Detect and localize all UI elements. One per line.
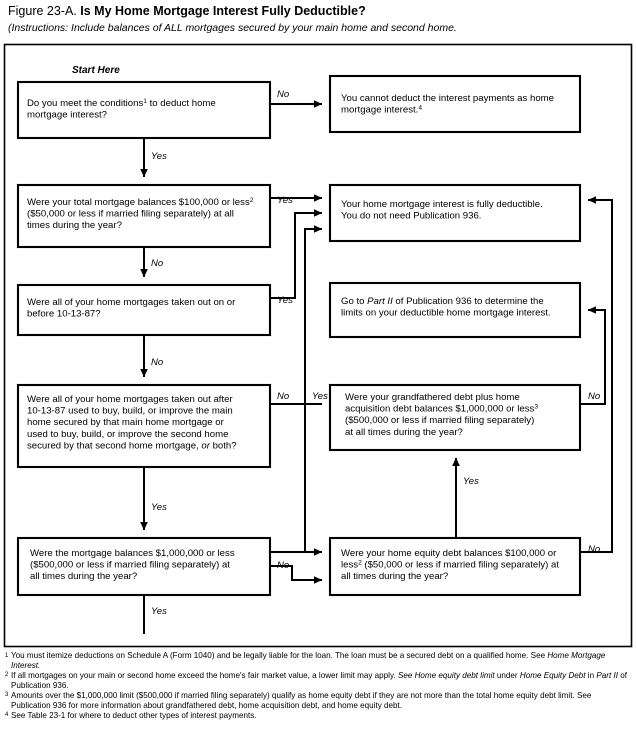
- figure-number: Figure 23-A.: [8, 4, 77, 18]
- footnote-marker: 4: [5, 712, 9, 719]
- edge-q6-no-elbow: [270, 565, 323, 584]
- footnote-text: Amounts over the $1,000,000 limit ($500,…: [11, 690, 592, 710]
- node-q7-text-1: Were your home equity debt balances $100…: [341, 548, 557, 559]
- footnote-text: You must itemize deductions on Schedule …: [11, 651, 548, 660]
- figure-instructions: (Instructions: Include balances of ALL m…: [8, 22, 457, 34]
- label-q1-yes: Yes: [151, 151, 167, 162]
- label-q3-no: No: [151, 357, 163, 368]
- node-cannot-text-1: You cannot deduct the interest payments …: [341, 93, 554, 104]
- footnote-text: If all mortgages on your main or second …: [11, 670, 398, 680]
- node-q5-text-4: at all times during the year?: [345, 427, 463, 438]
- node-q4-text-2: 10-13-87 used to buy, build, or improve …: [27, 406, 233, 417]
- label-q1-no: No: [277, 89, 289, 100]
- figure-title: Is My Home Mortgage Interest Fully Deduc…: [80, 4, 366, 18]
- node-q4-text-1: Were all of your home mortgages taken ou…: [27, 394, 233, 405]
- node-q5-box: [328, 383, 582, 452]
- node-partii-box: [328, 281, 582, 339]
- label-q2-no: No: [151, 258, 163, 269]
- node-q3-text-2: before 10-13-87?: [27, 309, 101, 320]
- node-q5-text-1: Were your grandfathered debt plus home: [345, 392, 520, 403]
- node-q7-text-3: all times during the year?: [341, 571, 448, 582]
- footnote-marker: 1: [5, 652, 9, 659]
- node-q2-box: [16, 183, 272, 249]
- label-q4-yes: Yes: [151, 502, 167, 513]
- label-q7-yes: Yes: [463, 476, 479, 487]
- node-q2-text-1: Were your total mortgage balances $100,0…: [27, 197, 254, 209]
- node-q3-box: [16, 283, 272, 337]
- node-q2-text-2: ($50,000 or less if married filing separ…: [27, 209, 234, 220]
- footnote-text: in: [585, 670, 597, 680]
- node-q4-text-5: secured by that second home mortgage, or…: [27, 440, 237, 451]
- node-partii-text-2: limits on your deductible home mortgage …: [341, 308, 551, 319]
- node-cannot-text-2: mortgage interest.4: [341, 104, 422, 116]
- outer-border: [3, 43, 633, 648]
- node-q5-text-3: ($500,000 or less if married filing sepa…: [345, 415, 534, 426]
- footnote-text: under: [494, 670, 520, 680]
- node-cannot-box: [328, 74, 582, 134]
- label-q6-no: No: [277, 560, 289, 571]
- label-q4-no: No: [277, 391, 289, 402]
- node-fully-text-2: You do not need Publication 936.: [341, 211, 481, 222]
- node-q2-text-3: times during the year?: [27, 220, 122, 231]
- footnote-marker: 2: [5, 672, 9, 679]
- node-q1-box: [16, 80, 272, 140]
- footnote-text: Part II: [596, 670, 618, 680]
- node-q1-text-2: mortgage interest?: [27, 110, 107, 121]
- node-q1-text: Do you meet the conditions1 to deduct ho…: [27, 98, 216, 110]
- node-q7-text-2: less2 ($50,000 or less if married filing…: [341, 559, 559, 571]
- footnote-text: See Table 23-1 for where to deduct other…: [11, 710, 257, 720]
- footnote-text: of Publication 936.: [11, 670, 627, 690]
- label-q2-yes: Yes: [277, 195, 293, 206]
- label-q3-yes: Yes: [277, 295, 293, 306]
- node-q6-text-1: Were the mortgage balances $1,000,000 or…: [30, 548, 235, 559]
- start-here-label: Start Here: [72, 65, 120, 76]
- footnote-marker: 3: [5, 692, 9, 699]
- node-q3-text-1: Were all of your home mortgages taken ou…: [27, 297, 236, 308]
- footnote-text: Home Equity Debt: [519, 670, 586, 680]
- node-q4-text-4: used to buy, build, or improve the secon…: [27, 429, 228, 440]
- node-q5-text-2: acquisition debt balances $1,000,000 or …: [345, 403, 538, 415]
- edge-q3-yes: [270, 209, 323, 299]
- footnote-text: Home Mortgage Interest.: [11, 651, 606, 670]
- node-q7-box: [328, 536, 582, 597]
- node-fully-box: [328, 183, 582, 243]
- page-title: Figure 23-A. Is My Home Mortgage Interes…: [8, 4, 366, 18]
- node-q6-text-2: ($500,000 or less if married filing sepa…: [30, 560, 230, 571]
- edge-q4-no: [270, 225, 323, 405]
- node-partii-text-1: Go to Part II of Publication 936 to dete…: [341, 296, 544, 307]
- footnote-text: See Home equity debt limit: [397, 670, 495, 680]
- edge-q5-no: [580, 306, 606, 405]
- label-q6-yes: Yes: [151, 606, 167, 617]
- label-q7-no: No: [588, 544, 600, 555]
- edge-q7-no: [580, 196, 613, 553]
- label-q5-no: No: [588, 391, 600, 402]
- label-q5-yes: Yes: [312, 391, 328, 402]
- node-q4-text-3: home secured by that main home mortgage …: [27, 417, 225, 428]
- node-fully-text-1: Your home mortgage interest is fully ded…: [341, 199, 543, 210]
- node-q6-text-3: all times during the year?: [30, 571, 137, 582]
